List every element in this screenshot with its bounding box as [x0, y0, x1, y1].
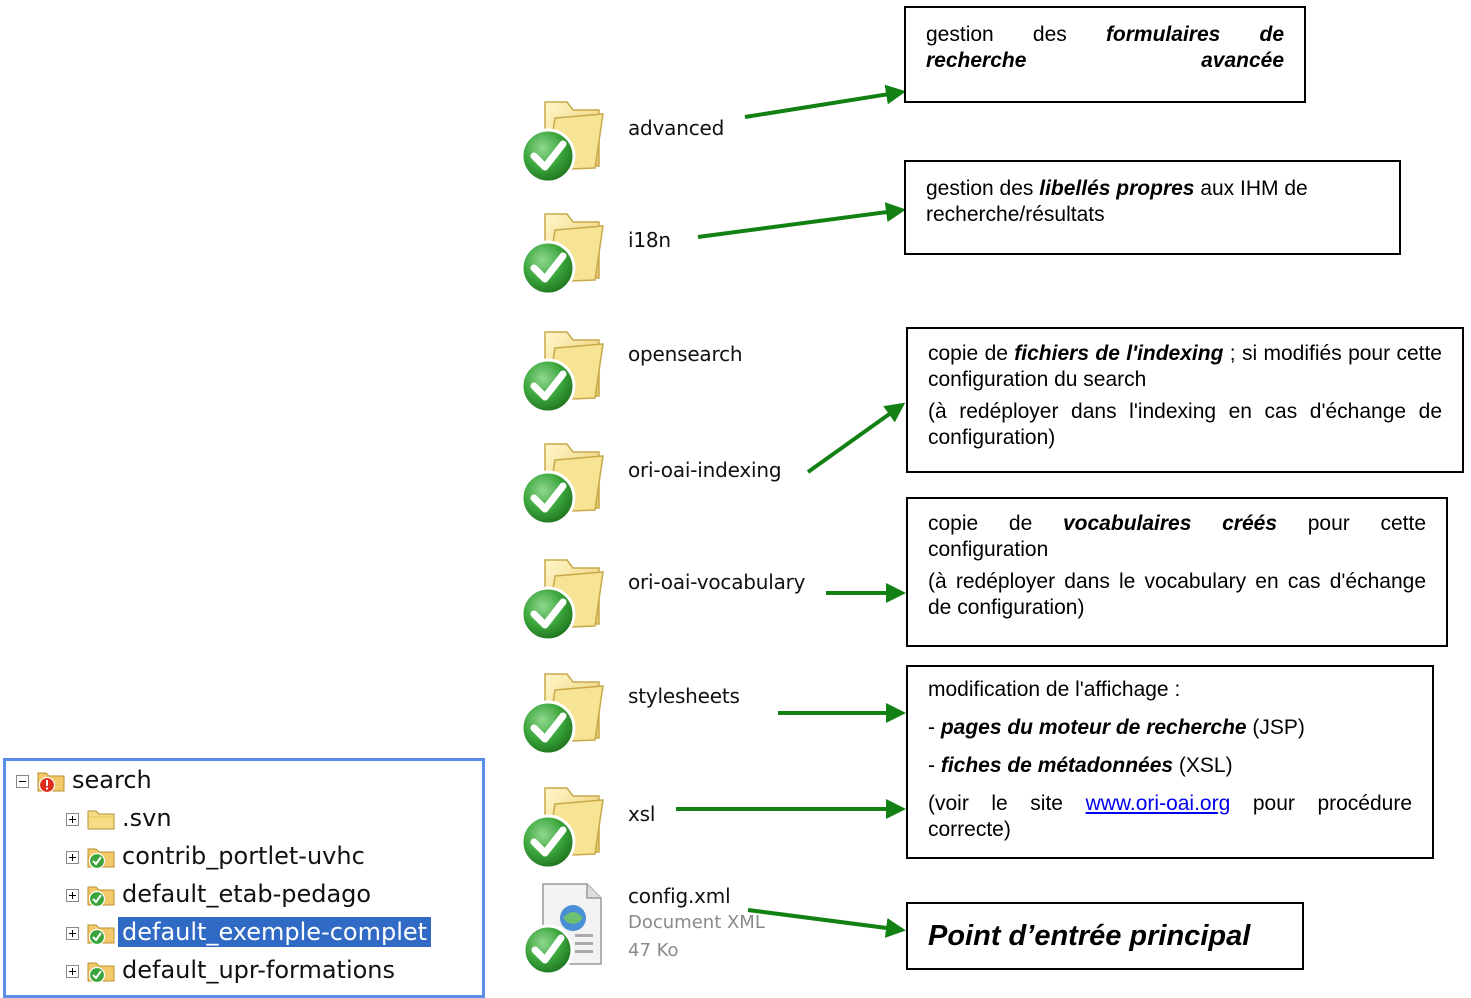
file-item-config-xml[interactable]: config.xml Document XML 47 Ko	[515, 880, 815, 979]
expand-icon[interactable]	[66, 889, 79, 902]
folder-name: xsl	[628, 802, 656, 826]
tree-label: default_upr-formations	[122, 956, 396, 984]
callout-note: (à redéployer dans l'indexing en cas d'é…	[928, 400, 1442, 449]
folder-check-icon	[87, 848, 115, 869]
arrow-config	[747, 908, 906, 938]
callout-text: copie de	[928, 512, 1063, 535]
tree-label: default_etab-pedago	[122, 880, 372, 908]
callout-emphasis: formulaires de recherche avancée	[926, 23, 1284, 72]
tree-label: default_exemple-complet	[118, 917, 432, 947]
tree-label: search	[72, 766, 152, 794]
callout-config: Point d’entrée principal	[906, 902, 1304, 970]
callout-emphasis: fiches de métadonnées	[940, 754, 1174, 777]
arrow-i18n	[697, 202, 906, 239]
tree-label: contrib_portlet-uvhc	[122, 842, 365, 870]
arrow-indexing	[806, 402, 906, 474]
expand-icon[interactable]	[66, 851, 79, 864]
callout-indexing: copie de fichiers de l'indexing ; si mod…	[906, 327, 1464, 473]
callout-text: copie de	[928, 342, 1015, 365]
folder-check-icon	[87, 924, 115, 945]
ori-oai-link[interactable]: www.ori-oai.org	[1085, 792, 1231, 815]
callout-text: (voir le site	[928, 792, 1086, 815]
callout-text: -	[928, 716, 941, 739]
folder-item-opensearch[interactable]: opensearch	[515, 318, 815, 418]
callout-emphasis: vocabulaires créés	[1063, 512, 1278, 535]
callout-emphasis: fichiers de l'indexing	[1014, 342, 1224, 365]
folder-name: advanced	[628, 116, 725, 140]
tree-node[interactable]: .svn	[6, 801, 476, 837]
callout-text: aux IHM de recherche/résultats	[926, 177, 1308, 226]
folder-item-advanced[interactable]: advanced	[515, 88, 815, 188]
folder-item-xsl[interactable]: xsl	[515, 774, 815, 874]
callout-stylesheets: modification de l'affichage : - pages du…	[906, 665, 1434, 859]
expand-icon[interactable]	[66, 813, 79, 826]
folder-item-i18n[interactable]: i18n	[515, 200, 815, 300]
folder-item-ori-oai-vocabulary[interactable]: ori-oai-vocabulary	[515, 546, 815, 646]
callout-text: pour procédure correcte)	[928, 792, 1413, 841]
expand-icon[interactable]	[66, 965, 79, 978]
folder-name: ori-oai-indexing	[628, 458, 782, 482]
callout-vocabulary: copie de vocabulaires créés pour cette c…	[906, 497, 1448, 647]
callout-emphasis: Point d’entrée principal	[928, 920, 1251, 952]
tree-node[interactable]: contrib_portlet-uvhc	[6, 839, 476, 875]
folder-item-stylesheets[interactable]: stylesheets	[515, 660, 815, 760]
tree-node-selected[interactable]: default_exemple-complet	[6, 915, 476, 951]
folder-name: stylesheets	[628, 684, 740, 708]
callout-text: gestion des	[926, 23, 1106, 46]
folder-tree-panel: search .svn contrib_portlet-uvhc default…	[3, 758, 485, 998]
tree-label: .svn	[122, 804, 172, 832]
folder-name: opensearch	[628, 342, 743, 366]
folder-conflict-icon	[37, 772, 65, 793]
folder-icon	[87, 810, 115, 830]
callout-emphasis: pages du moteur de recherche	[940, 716, 1247, 739]
folder-check-icon	[87, 886, 115, 907]
callout-text: ; si modifiés pour cette configuration d…	[928, 342, 1442, 391]
folder-item-ori-oai-indexing[interactable]: ori-oai-indexing	[515, 430, 815, 530]
collapse-icon[interactable]	[16, 775, 29, 788]
folder-name: ori-oai-vocabulary	[628, 570, 806, 594]
tree-node[interactable]: default_etab-pedago	[6, 877, 476, 913]
callout-i18n: gestion des libellés propres aux IHM de …	[904, 160, 1401, 255]
callout-emphasis: libellés propres	[1039, 177, 1195, 200]
callout-advanced: gestion des formulaires de recherche ava…	[904, 6, 1306, 103]
file-size: 47 Ko	[628, 940, 679, 961]
callout-text: pour cette configuration	[928, 512, 1427, 561]
expand-icon[interactable]	[66, 927, 79, 940]
callout-text: gestion des	[926, 177, 1040, 200]
folder-name: i18n	[628, 228, 671, 252]
file-type: Document XML	[628, 912, 765, 933]
callout-text: -	[928, 754, 941, 777]
callout-note: (à redéployer dans le vocabulary en cas …	[928, 570, 1426, 619]
arrow-advanced	[744, 84, 906, 119]
callout-text: modification de l'affichage :	[928, 678, 1181, 701]
file-name: config.xml	[628, 884, 731, 908]
callout-text: (JSP)	[1246, 716, 1305, 739]
callout-text: (XSL)	[1173, 754, 1233, 777]
tree-node-root[interactable]: search	[6, 763, 476, 799]
folder-check-icon	[87, 962, 115, 983]
tree-node[interactable]: default_upr-formations	[6, 953, 476, 989]
